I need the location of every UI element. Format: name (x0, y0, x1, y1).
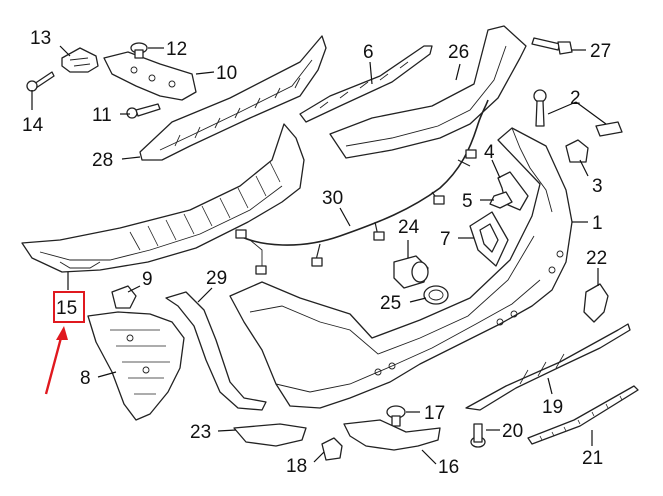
leader-lines (31, 45, 607, 465)
callout-5: 5 (462, 191, 473, 212)
leader-9 (127, 285, 141, 293)
part-27-shape (531, 37, 573, 55)
leader-29 (197, 287, 213, 303)
part-6-shape (299, 45, 433, 123)
part-16-shape (343, 419, 441, 451)
callout-17: 17 (424, 403, 445, 424)
callout-4: 4 (484, 142, 495, 163)
callout-14: 14 (22, 115, 44, 136)
callout-10: 10 (216, 63, 237, 84)
part-19-shape (465, 323, 631, 411)
callout-13: 13 (30, 28, 51, 49)
leader-23 (217, 429, 237, 432)
callout-11: 11 (92, 105, 112, 126)
callout-16: 16 (438, 457, 459, 478)
part-30-shape (235, 99, 489, 275)
part-11-shape (126, 103, 161, 119)
highlight-box (53, 291, 85, 323)
part-21-shape (527, 385, 639, 445)
part-17-shape (386, 405, 406, 427)
callout-9: 9 (142, 269, 153, 290)
leader-4 (491, 159, 501, 179)
part-8-shape (87, 311, 185, 421)
highlight-part-15: 15 (44, 291, 85, 395)
leader-2 (547, 101, 607, 125)
callout-15: 15 (56, 298, 77, 319)
callout-7: 7 (440, 229, 451, 250)
part-24-shape (393, 255, 429, 289)
callout-27: 27 (590, 41, 611, 62)
part-22-shape (583, 283, 609, 323)
callout-2: 2 (570, 88, 581, 109)
part-3-shape (565, 139, 589, 163)
highlight-arrow-head (56, 326, 68, 340)
callout-22: 22 (586, 248, 607, 269)
leader-13 (59, 45, 71, 57)
part-25-shape (423, 285, 449, 305)
callout-30: 30 (322, 188, 343, 209)
part-13-shape (61, 47, 99, 73)
part-26-shape (329, 25, 527, 159)
part-12-shape (130, 42, 148, 59)
part-5-shape (489, 191, 513, 209)
part-2-shape (533, 89, 623, 137)
callout-labels: 13 12 10 14 11 28 6 26 27 2 3 4 5 1 30 7… (22, 28, 611, 478)
callout-8: 8 (80, 368, 91, 389)
callout-1: 1 (592, 213, 603, 234)
callout-25: 25 (380, 293, 401, 314)
callout-29: 29 (206, 268, 227, 289)
leader-3 (579, 159, 589, 177)
callout-6: 6 (363, 42, 374, 63)
highlight-arrow-shaft (44, 333, 64, 395)
leader-19 (547, 377, 553, 395)
leader-6 (369, 61, 373, 85)
leader-8 (97, 371, 117, 378)
part-20-shape (470, 423, 486, 448)
part-10-shape (103, 51, 197, 101)
callout-24: 24 (398, 217, 420, 238)
leader-18 (313, 451, 325, 463)
part-23-shape (233, 423, 307, 447)
callout-18: 18 (286, 456, 307, 477)
callout-20: 20 (502, 421, 523, 442)
leader-10 (195, 71, 215, 75)
leader-26 (455, 63, 461, 81)
leader-28 (121, 156, 141, 160)
part-18-shape (321, 437, 343, 461)
part-29-shape (165, 291, 267, 411)
callout-23: 23 (190, 422, 211, 443)
callout-21: 21 (582, 448, 603, 469)
part-7-shape (469, 211, 509, 267)
callout-28: 28 (92, 150, 113, 171)
callout-26: 26 (448, 42, 469, 63)
callout-3: 3 (592, 176, 603, 197)
part-28-shape (139, 35, 327, 161)
leader-25 (409, 297, 427, 303)
callout-19: 19 (542, 397, 563, 418)
part-14-shape (26, 71, 55, 92)
leader-16 (421, 449, 437, 465)
callout-12: 12 (166, 39, 187, 60)
part-15-shape (21, 123, 305, 273)
leader-30 (339, 207, 351, 227)
